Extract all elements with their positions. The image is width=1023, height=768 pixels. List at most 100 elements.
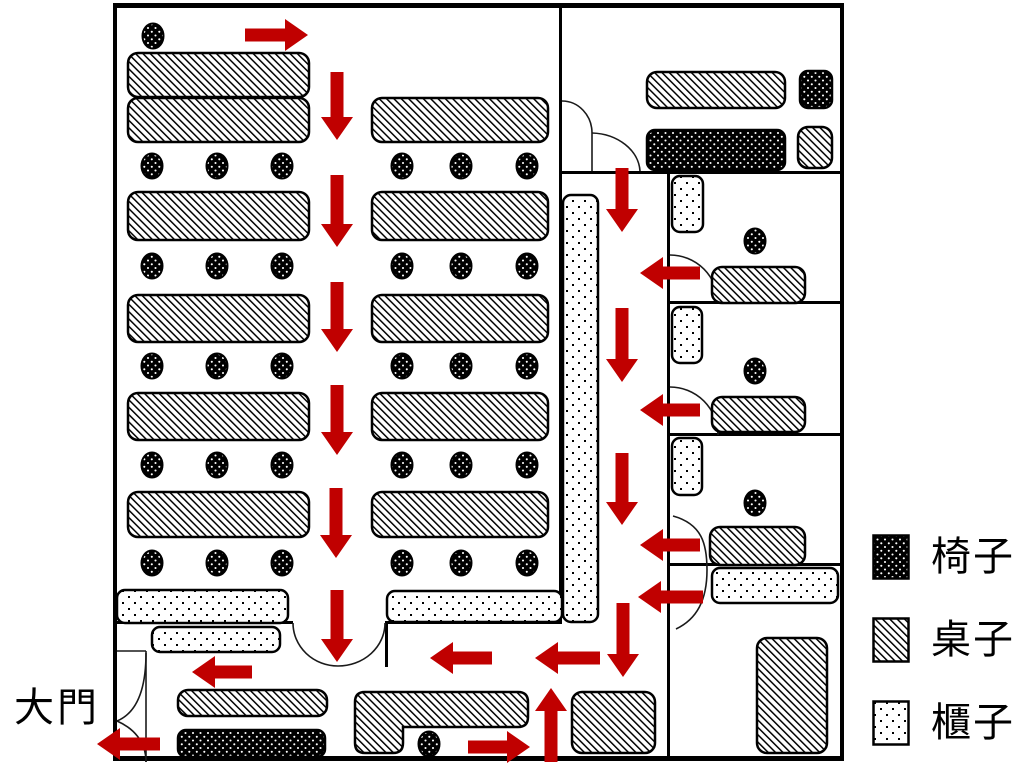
evacuation-arrow [320, 488, 352, 558]
table [645, 70, 787, 110]
evacuation-arrow [321, 590, 353, 662]
table [126, 96, 311, 144]
chair [390, 352, 414, 380]
chair-swatch-icon [872, 534, 910, 580]
chair [515, 549, 539, 577]
door-arc [116, 652, 147, 722]
chair [449, 152, 473, 180]
chair [449, 549, 473, 577]
evacuation-arrow [468, 731, 530, 763]
evacuation-arrow [321, 282, 353, 352]
evacuation-arrow [606, 168, 638, 232]
chair [205, 352, 229, 380]
cabinet [710, 566, 840, 605]
evacuation-arrow [606, 308, 638, 382]
cabinet [561, 193, 600, 624]
table [370, 96, 550, 144]
chair [205, 549, 229, 577]
chair [515, 152, 539, 180]
cabinet [670, 305, 704, 365]
chair [270, 549, 294, 577]
evacuation-arrow [535, 688, 567, 762]
chair [515, 352, 539, 380]
chair [743, 357, 767, 385]
cabinet [670, 436, 704, 497]
table [176, 688, 329, 718]
chair [205, 152, 229, 180]
table [126, 190, 311, 242]
chair [390, 252, 414, 280]
chair [205, 451, 229, 479]
table [796, 125, 834, 170]
door-arc [672, 515, 708, 630]
wall [840, 3, 844, 761]
chair [417, 730, 441, 758]
wall [667, 433, 843, 436]
door-arc [337, 622, 386, 667]
table-swatch-icon [872, 617, 910, 663]
table [370, 490, 550, 539]
chair [515, 451, 539, 479]
legend-item-chair: 椅子 [872, 534, 1015, 580]
tables-group [126, 51, 834, 755]
chair [449, 352, 473, 380]
chair-benches-group [176, 69, 834, 759]
evacuation-arrow [192, 656, 252, 688]
table [126, 293, 311, 344]
door-arc [591, 132, 641, 172]
table [126, 490, 311, 539]
door-arc [561, 100, 593, 134]
table [710, 395, 807, 434]
table [126, 51, 311, 99]
chair [270, 451, 294, 479]
legend-label-chair: 椅子 [931, 534, 1015, 579]
evacuation-arrow [640, 257, 700, 289]
table [755, 636, 829, 755]
wall [113, 3, 117, 760]
evacuation-arrow [245, 19, 308, 51]
table-l-shaped [353, 690, 530, 755]
cabinets-group [115, 174, 840, 654]
cabinet-swatch-icon [872, 700, 910, 746]
chair [140, 152, 164, 180]
legend: 椅子 桌子 櫃子 [872, 534, 1015, 746]
legend-item-table: 桌子 [872, 617, 1015, 663]
chair [390, 152, 414, 180]
cabinet [670, 174, 705, 234]
chairs-group [140, 22, 767, 758]
wall [113, 3, 844, 8]
evacuation-arrow [638, 581, 703, 613]
table [370, 293, 550, 344]
cabinet [385, 589, 564, 624]
table [570, 690, 657, 755]
evacuation-arrow [430, 642, 492, 674]
chair [515, 252, 539, 280]
chair-bench [645, 128, 787, 172]
door-arc [292, 622, 339, 667]
evacuation-arrow [535, 642, 600, 674]
cabinet [115, 588, 290, 625]
chair [743, 227, 767, 255]
chair [743, 489, 767, 517]
wall [559, 3, 562, 623]
wall [559, 171, 843, 174]
main-door-label: 大門 [14, 685, 100, 730]
evacuation-arrow [97, 728, 160, 760]
evacuation-arrow [640, 394, 700, 426]
evacuation-arrow [321, 72, 353, 140]
legend-item-cabinet: 櫃子 [872, 700, 1015, 746]
evacuation-arrow [607, 603, 639, 677]
chair [270, 152, 294, 180]
evacuation-arrow [321, 385, 353, 455]
chair [390, 549, 414, 577]
evacuation-arrow [606, 453, 638, 525]
chair [270, 352, 294, 380]
chair [449, 252, 473, 280]
legend-label-cabinet: 櫃子 [931, 700, 1015, 745]
table [370, 391, 550, 442]
chair [140, 549, 164, 577]
chair [140, 252, 164, 280]
doors-group [116, 100, 719, 763]
chair [205, 252, 229, 280]
